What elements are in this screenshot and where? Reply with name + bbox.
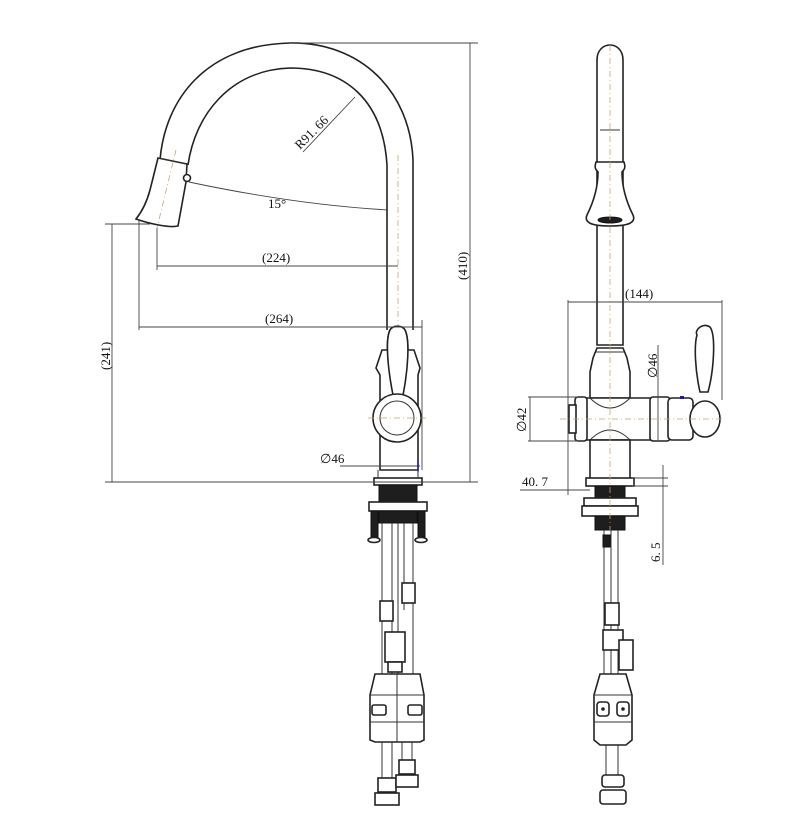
dim-side-body-diameter: ∅42 — [514, 408, 529, 432]
base-plate — [373, 477, 423, 486]
spout-outer — [159, 42, 414, 330]
side-view: R91. 66 15° (224) (264) (410) (241) ∅46 — [98, 42, 478, 806]
dim-total-height: (410) — [455, 252, 470, 280]
dim-reach-inner: (224) — [262, 250, 290, 265]
dim-base-diameter: ∅46 — [320, 451, 345, 466]
dim-handle-body-diameter: ∅46 — [645, 353, 660, 378]
dim-spout-height: (241) — [98, 342, 113, 370]
dim-deck-thickness: 40. 7 — [522, 474, 549, 489]
dim-overall-width: (144) — [625, 286, 653, 301]
dim-spout-radius: R91. 66 — [292, 112, 332, 152]
spray-head — [134, 157, 188, 228]
spout-inner — [187, 67, 388, 330]
front-hose-weight — [593, 673, 633, 746]
dim-spray-angle: 15° — [268, 196, 286, 211]
front-handle-lever — [694, 324, 715, 393]
dim-reach-outer: (264) — [265, 311, 293, 326]
dim-base-offset: 6. 5 — [648, 543, 663, 563]
front-view: (144) ∅46 ∅42 40. 7 6. 5 — [514, 44, 725, 805]
spray-button-icon — [182, 173, 192, 183]
